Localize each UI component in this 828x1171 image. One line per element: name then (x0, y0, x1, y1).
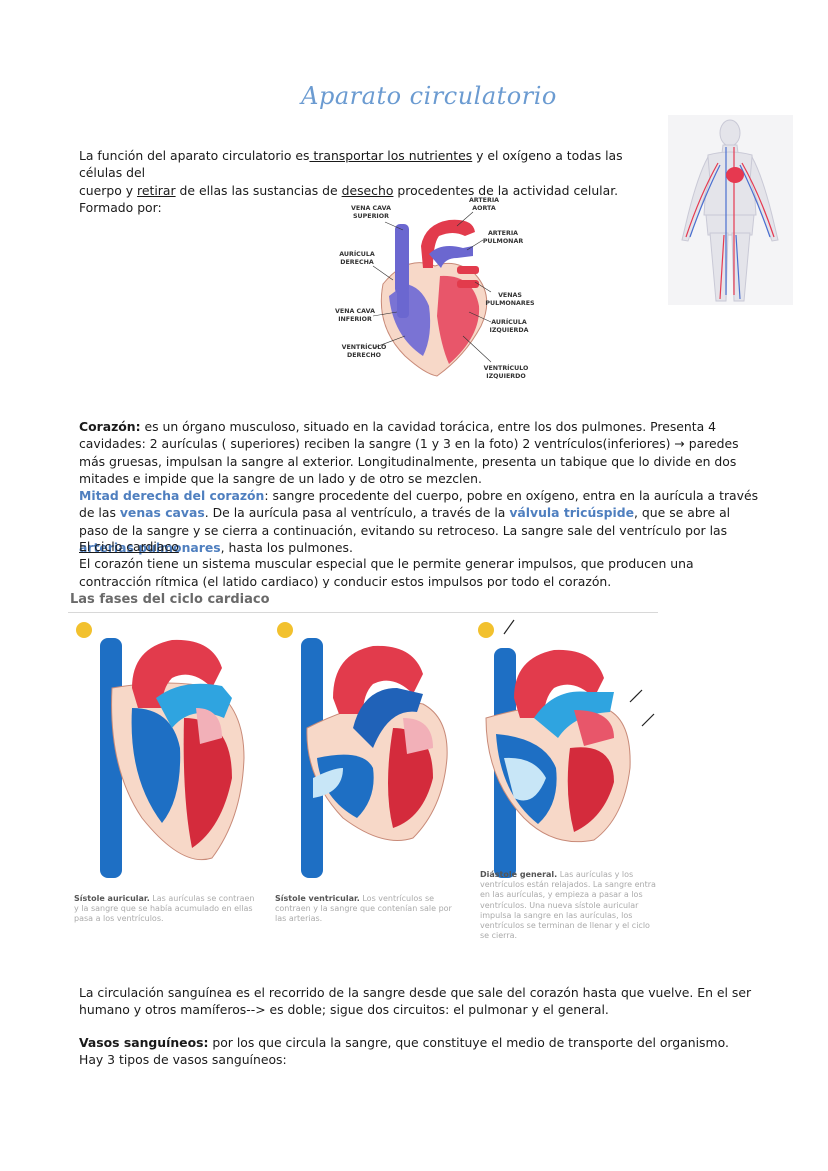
label-ventriculo-izquierdo: VENTRÍCULO IZQUIERDO (483, 365, 529, 380)
heart-diagram (372, 211, 492, 377)
phase-1-text: Las aurículas se contraen y la sangre qu… (74, 894, 255, 924)
vasos-text: por los que circula la sangre, que const… (208, 1035, 729, 1050)
phase-3-heart (478, 619, 655, 878)
ciclo-cardiaco-section: El ciclo cardiaco El corazón tiene un si… (79, 538, 759, 590)
intro-text: La función del aparato circulatorio es (79, 148, 310, 163)
heart-shape (380, 219, 488, 377)
mitad-text: , hasta los pulmones. (220, 540, 353, 556)
corazon-paragraph: Corazón: es un órgano musculoso, situado… (79, 418, 759, 488)
phase-1-caption: Sístole auricular. Las aurículas se cont… (74, 894, 258, 925)
phase-2-heart (277, 622, 448, 878)
phases-title: Las fases del ciclo cardiaco (70, 592, 270, 607)
corazon-text: es un órgano musculoso, situado en la ca… (79, 419, 739, 487)
circulacion-paragraph: La circulación sanguínea es el recorrido… (79, 985, 752, 1018)
venas-cavas-highlight: venas cavas (119, 505, 205, 521)
label-arteria-aorta: ARTERIA AORTA (468, 197, 500, 212)
vasos-paragraph: Vasos sanguíneos: por los que circula la… (79, 1034, 759, 1069)
vasos-label: Vasos sanguíneos: (79, 1035, 209, 1050)
phase-3-label: Diástole general. (480, 870, 558, 879)
intro-text: de ellas las sustancias de (175, 182, 342, 198)
phase-1-heart (76, 622, 245, 878)
vasos-tipos: Hay 3 tipos de vasos sanguíneos: (79, 1052, 287, 1068)
label-vena-cava-inferior: VENA CAVA INFERIOR (335, 308, 375, 323)
label-ventriculo-derecho: VENTRÍCULO DERECHO (341, 344, 387, 359)
ciclo-cardiaco-heading: El ciclo cardiaco (79, 539, 179, 554)
label-vena-cava-superior: VENA CAVA SUPERIOR (351, 205, 391, 220)
mitad-text: , que se abre al paso de la sangre y se … (79, 505, 731, 538)
mitad-text: : sangre procedente del cuerpo, pobre en… (79, 488, 759, 521)
intro-text: cuerpo y (79, 182, 138, 198)
mitad-text: . De la aurícula pasa al ventrículo, a t… (204, 505, 510, 521)
intro-formado-por: Formado por: (79, 200, 162, 216)
mitad-derecha-paragraph: Mitad derecha del corazón: sangre proced… (79, 487, 759, 557)
page-title: Aparato circulatorio (301, 82, 557, 110)
label-arteria-pulmonar: ARTERIA PULMONAR (482, 230, 524, 245)
label-auricula-izquierda: AURÍCULA IZQUIERDA (489, 319, 529, 334)
arrow-icon (503, 619, 515, 635)
phases-title-rule (68, 612, 658, 613)
phase-2-label: Sístole ventricular. (275, 894, 360, 903)
label-auricula-derecha: AURÍCULA DERECHA (339, 251, 375, 266)
intro-underline-nutrientes: transportar los nutrientes (309, 148, 473, 163)
arrow-icon (641, 713, 655, 727)
intro-text: y el oxígeno a todas las células del (79, 148, 623, 181)
phase-1-label: Sístole auricular. (74, 894, 150, 903)
intro-underline-desecho: desecho (341, 182, 394, 198)
intro-text: procedentes de la actividad celular. (393, 182, 619, 198)
phase-3-caption: Diástole general. Las aurículas y los ve… (480, 870, 656, 941)
ciclo-cardiaco-text: El corazón tiene un sistema muscular esp… (79, 556, 694, 589)
corazon-label: Corazón: (79, 419, 141, 434)
arrow-icon (629, 689, 643, 703)
intro-underline-retirar: retirar (137, 182, 176, 198)
mitad-derecha-label: Mitad derecha del corazón (79, 488, 265, 503)
phase-2-text: Los ventrículos se contraen y la sangre … (275, 894, 452, 924)
valvula-tricuspide-highlight: válvula tricúspide (509, 505, 635, 521)
intro-paragraph: La función del aparato circulatorio es t… (79, 147, 639, 217)
label-venas-pulmonares: VENAS PULMONARES (485, 292, 535, 307)
arterias-pulmonares-highlight: arterias pulmonares (79, 540, 221, 556)
cardiac-phases-figure: Las fases del ciclo cardiaco Sístole aur… (68, 588, 658, 974)
body-circulatory-illustration (668, 115, 793, 305)
phase-3-text: Las aurículas y los ventrículos están re… (480, 870, 656, 941)
phase-2-caption: Sístole ventricular. Los ventrículos se … (275, 894, 459, 925)
